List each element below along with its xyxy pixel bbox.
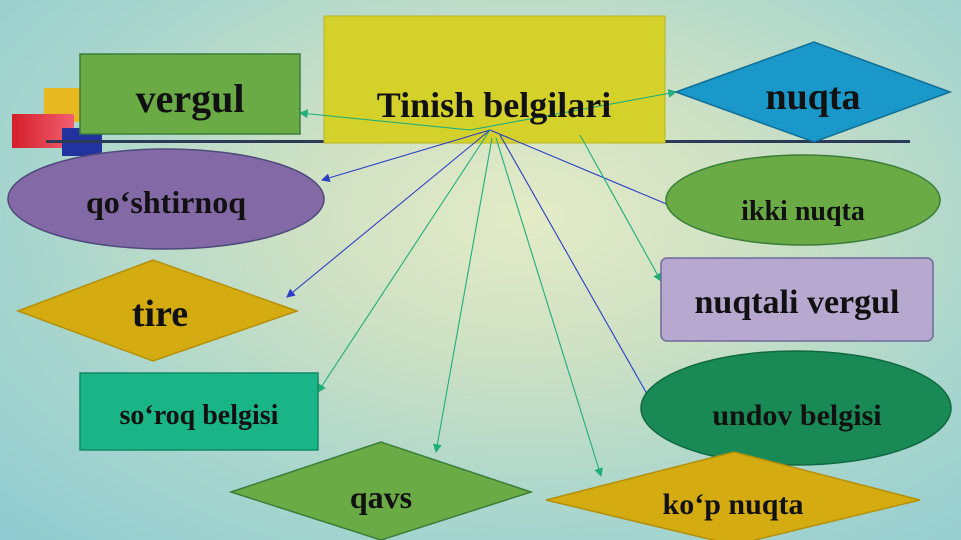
center-box	[323, 15, 666, 144]
node-nuqtali-vergul-label: nuqtali vergul	[695, 284, 900, 321]
node-qavs-label: qavs	[350, 479, 412, 515]
arrows	[286, 89, 678, 478]
node-qavs-shape	[228, 441, 534, 540]
node-kop-nuqta-label: ko‘p nuqta	[663, 488, 804, 521]
node-tire-label: tire	[132, 293, 188, 335]
node-undov-label: undov belgisi	[712, 399, 881, 432]
arrow-qoshtirnoq	[320, 129, 491, 183]
node-undov-shape	[640, 350, 952, 466]
node-ikki-nuqta-label: ikki nuqta	[741, 196, 865, 227]
node-qoshtirnoq-label: qo‘shtirnoq	[86, 184, 246, 220]
node-ikki-nuqta-shape	[665, 154, 941, 246]
arrow-soroq	[317, 129, 491, 393]
arrow-nuqta	[469, 89, 678, 131]
arrow-tire	[286, 129, 491, 298]
node-vergul-label: vergul	[136, 76, 245, 121]
node-nuqta-shape	[673, 41, 953, 143]
arrow-kop-nuqta	[495, 137, 603, 478]
arrow-vergul	[298, 109, 471, 131]
center-label: Tinish belgilari	[377, 85, 611, 125]
node-soroq-shape	[79, 372, 319, 451]
node-qoshtirnoq-shape	[7, 148, 325, 250]
node-nuqtali-vergul-shape	[660, 257, 934, 342]
arrow-qavs	[433, 137, 493, 454]
node-soroq-label: so‘roq belgisi	[120, 400, 279, 431]
arrow-ikki-nuqta	[489, 129, 678, 210]
arrow-nuqtali-vergul	[579, 134, 662, 282]
node-nuqta-label: nuqta	[765, 76, 860, 118]
node-kop-nuqta-shape	[545, 451, 921, 540]
node-vergul-shape	[79, 53, 301, 135]
arrow-undov	[499, 134, 656, 409]
node-tire-shape	[15, 259, 300, 362]
